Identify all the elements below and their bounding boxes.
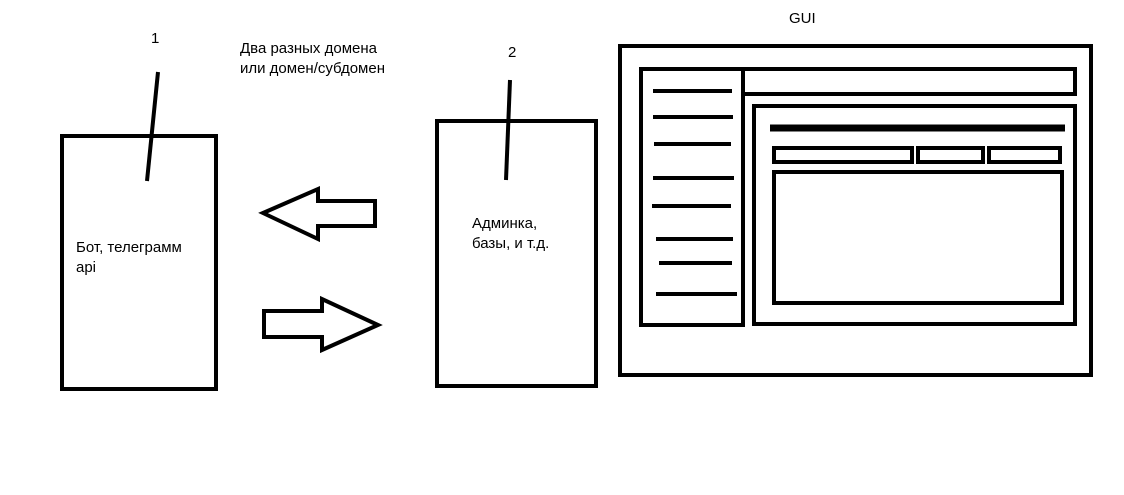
admin-pointer-line — [504, 79, 512, 181]
gui-sidebar — [639, 67, 745, 327]
bot-box-label: Бот, телеграмм api — [76, 239, 182, 276]
box2-number-label: 2 — [508, 44, 517, 61]
gui-field-2 — [916, 146, 985, 164]
admin-box — [435, 119, 598, 388]
arrow-left — [258, 185, 377, 243]
gui-window — [618, 44, 1093, 377]
gui-frame — [618, 44, 1093, 377]
gui-sidebar-menu — [652, 89, 737, 296]
gui-field-1 — [772, 146, 914, 164]
bot-pointer-line — [145, 71, 160, 182]
gui-main-area — [772, 170, 1064, 305]
gui-title: GUI — [789, 10, 816, 27]
gui-topbar — [741, 67, 1077, 96]
bot-box — [60, 134, 218, 391]
domain-note: Два разных домена или домен/субдомен — [240, 40, 385, 77]
box1-number-label: 1 — [151, 30, 160, 47]
gui-field-3 — [987, 146, 1062, 164]
gui-content-panel — [752, 104, 1077, 326]
arrow-right — [262, 295, 383, 354]
admin-box-label: Админка, базы, и т.д. — [472, 215, 550, 252]
